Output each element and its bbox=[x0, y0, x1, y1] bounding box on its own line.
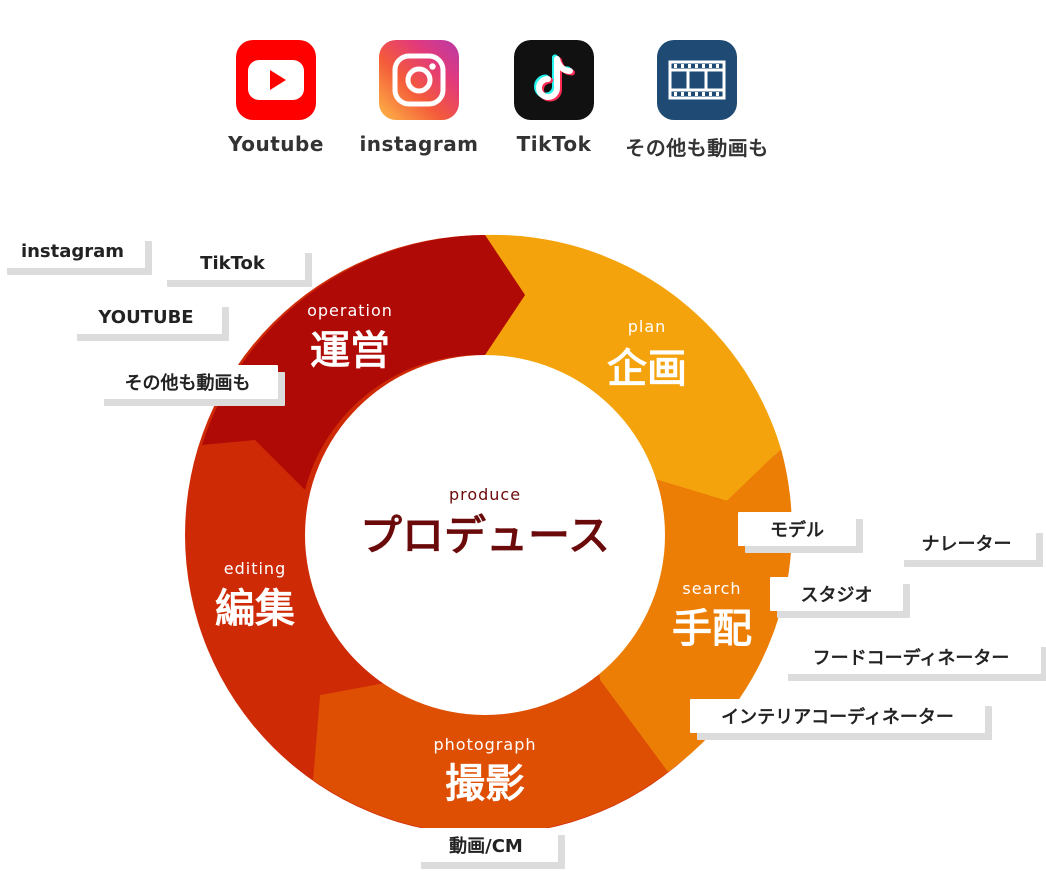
stage-plan-title: 企画 bbox=[607, 346, 687, 392]
tag-studio[interactable]: スタジオ bbox=[770, 577, 903, 611]
center-title: プロデュース bbox=[360, 511, 610, 560]
stage-photograph-small: photograph bbox=[434, 735, 537, 754]
platform-label: その他も動画も bbox=[625, 136, 769, 160]
platform-label: Youtube bbox=[228, 132, 324, 156]
stage-operation-title: 運営 bbox=[310, 328, 390, 374]
instagram-icon bbox=[379, 40, 459, 120]
tag-tiktok[interactable]: TikTok bbox=[160, 246, 305, 280]
segment-plan[interactable] bbox=[485, 234, 781, 502]
tag-model[interactable]: モデル bbox=[738, 512, 856, 546]
tag-other-video[interactable]: その他も動画も bbox=[97, 365, 278, 399]
platform-tiktok[interactable]: TikTok bbox=[474, 40, 634, 156]
center-small-label: produce bbox=[449, 485, 521, 504]
tag-youtube[interactable]: YOUTUBE bbox=[70, 300, 222, 334]
tag-interior-coordinator[interactable]: インテリアコーディネーター bbox=[690, 699, 985, 733]
segment-operation[interactable] bbox=[202, 235, 525, 490]
stage-editing-title: 編集 bbox=[215, 586, 295, 632]
stage-photograph-title: 撮影 bbox=[445, 761, 525, 807]
film-icon bbox=[657, 40, 737, 120]
tag-instagram[interactable]: instagram bbox=[0, 234, 145, 268]
stage-operation-small: operation bbox=[307, 301, 393, 320]
platform-label: TikTok bbox=[516, 132, 592, 156]
tag-food-coordinator[interactable]: フードコーディネーター bbox=[781, 640, 1041, 674]
tag-video-cm[interactable]: 動画/CM bbox=[414, 828, 558, 862]
segment-editing[interactable] bbox=[187, 440, 390, 780]
youtube-icon bbox=[236, 40, 316, 120]
platform-label: instagram bbox=[359, 132, 479, 156]
stage-editing-small: editing bbox=[224, 559, 286, 578]
stage-search-small: search bbox=[682, 579, 741, 598]
stage-plan-small: plan bbox=[628, 317, 667, 336]
platform-other-video[interactable]: その他も動画も bbox=[617, 40, 777, 161]
platform-youtube[interactable]: Youtube bbox=[196, 40, 356, 156]
tag-narrator[interactable]: ナレーター bbox=[897, 526, 1036, 560]
tiktok-icon bbox=[514, 40, 594, 120]
stage-search-title: 手配 bbox=[672, 606, 752, 652]
center-circle bbox=[305, 355, 665, 715]
platform-instagram[interactable]: instagram bbox=[339, 40, 499, 156]
